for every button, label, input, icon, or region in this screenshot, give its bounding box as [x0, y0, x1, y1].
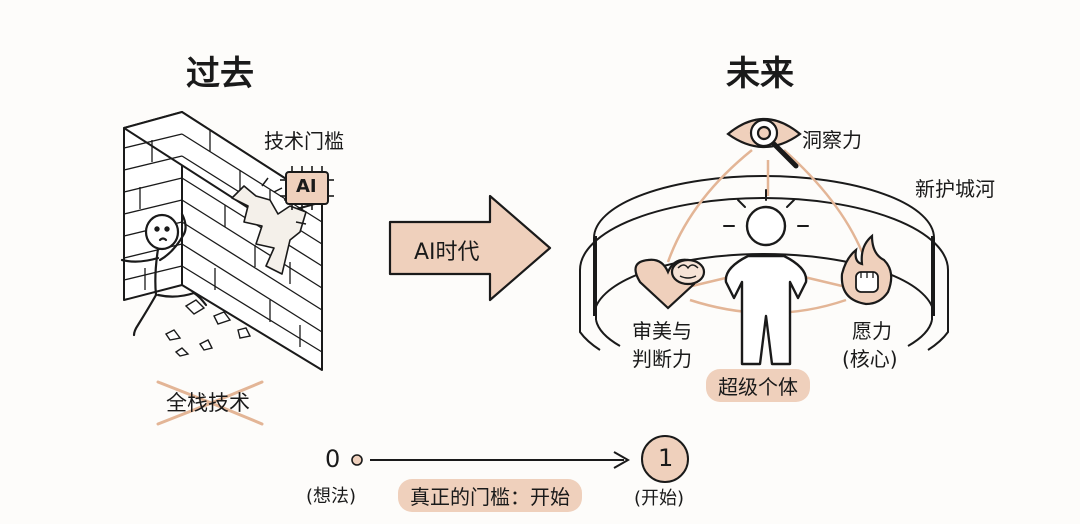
timeline-arrowhead	[613, 451, 631, 469]
aesthetics-label-line1: 审美与	[632, 319, 692, 343]
insight-label: 洞察力	[802, 128, 862, 152]
timeline-end-value: 1	[658, 444, 674, 472]
timeline-end-caption: (开始)	[634, 488, 685, 509]
ai-era-label: AI时代	[414, 240, 480, 265]
insight-eye-icon	[726, 117, 802, 169]
strike-cross-icon	[156, 380, 264, 426]
timeline-start-caption: (想法)	[306, 486, 357, 507]
rubble-icon	[164, 299, 252, 357]
barrier-label: 技术门槛	[264, 129, 344, 153]
aesthetics-label-line2: 判断力	[632, 347, 692, 371]
heart-brain-icon	[634, 258, 706, 310]
super-individual-label: 超级个体	[706, 369, 810, 402]
super-individual-icon	[723, 189, 809, 366]
timeline-middle-label: 真正的门槛：开始	[398, 479, 582, 512]
start-dot	[351, 454, 363, 466]
brick-wall-icon	[123, 111, 323, 371]
climbing-person-icon	[120, 212, 208, 337]
ai-chip-icon	[280, 166, 334, 210]
will-label-line2: (核心)	[842, 347, 898, 371]
moat-label: 新护城河	[915, 177, 995, 201]
will-label-line1: 愿力	[852, 319, 892, 343]
flame-fist-icon	[840, 233, 893, 306]
moat-ring	[579, 175, 949, 351]
ai-chip-text: AI	[296, 176, 317, 197]
timeline-start-value: 0	[325, 445, 341, 473]
past-title: 过去	[186, 54, 254, 94]
ai-era-arrow	[388, 194, 552, 302]
struck-label: 全栈技术	[166, 391, 250, 415]
end-circle	[641, 435, 689, 483]
future-title: 未来	[726, 54, 794, 94]
timeline	[351, 435, 689, 483]
